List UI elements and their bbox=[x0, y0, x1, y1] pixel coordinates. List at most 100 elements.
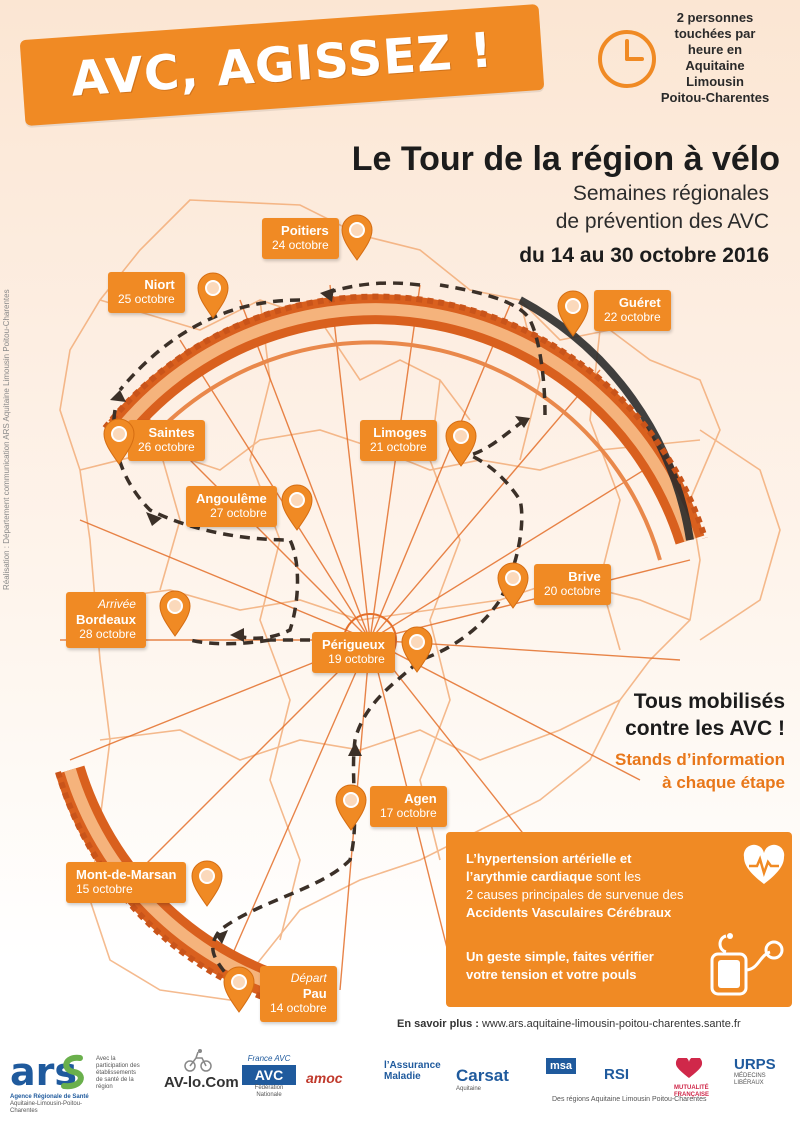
assurance-text: Maladie bbox=[384, 1071, 421, 1082]
ars-sub: Agence Régionale de Santé bbox=[10, 1094, 89, 1100]
map-pin-icon bbox=[335, 784, 367, 831]
check-advice: Un geste simple, faites vérifier votre t… bbox=[466, 948, 706, 984]
info-text: sont les bbox=[592, 869, 641, 884]
stop-angouleme: Angoulême 27 octobre bbox=[186, 486, 277, 527]
map-pin-icon bbox=[159, 590, 191, 637]
banner-text: AVC, AGISSEZ ! bbox=[69, 22, 495, 108]
stop-date: 28 octobre bbox=[79, 627, 136, 641]
stands-text: à chaque étape bbox=[662, 773, 785, 792]
carsat-logo: Carsat Aquitaine bbox=[456, 1066, 509, 1093]
carsat-text: Carsat bbox=[456, 1066, 509, 1085]
france-avc-logo: France AVC AVC Fédération Nationale bbox=[242, 1054, 296, 1099]
wheel-tire-top bbox=[102, 293, 708, 561]
urps-text: URPS bbox=[734, 1056, 776, 1073]
stop-limoges: Limoges 21 octobre bbox=[360, 420, 437, 461]
stat-line: touchées par bbox=[674, 26, 756, 41]
france-avc-text: France AVC bbox=[247, 1054, 291, 1063]
stop-city: Guéret bbox=[618, 295, 661, 310]
map-pin-icon bbox=[281, 484, 313, 531]
stop-city: Agen bbox=[404, 791, 437, 806]
mutualite-text: MUTUALITÉ FRANÇAISE bbox=[674, 1085, 710, 1098]
stop-prefix: Départ bbox=[290, 971, 327, 985]
event-dates: du 14 au 30 octobre 2016 bbox=[519, 244, 769, 267]
stands-text: Stands d’information bbox=[615, 750, 785, 769]
stop-city: Mont-de-Marsan bbox=[76, 867, 177, 882]
map-pin-icon bbox=[341, 214, 373, 261]
more-info-label: En savoir plus : bbox=[397, 1018, 479, 1030]
assurance-text: l’Assurance bbox=[384, 1060, 441, 1071]
info-text: 2 causes principales de survenue des bbox=[466, 887, 684, 902]
regions-note: Des régions Aquitaine Limousin Poitou-Ch… bbox=[552, 1096, 707, 1103]
mobilisation-message: Tous mobilisés contre les AVC ! Stands d… bbox=[480, 688, 785, 794]
stands-line: Stands d’information à chaque étape bbox=[480, 748, 785, 794]
participation-line: participation des bbox=[96, 1063, 140, 1069]
stop-city: Poitiers bbox=[281, 223, 329, 238]
advice-line: Un geste simple, faites vérifier bbox=[466, 949, 654, 964]
rsi-logo: RSI bbox=[604, 1066, 629, 1084]
stop-city: Périgueux bbox=[322, 637, 385, 652]
map-pin-icon bbox=[103, 418, 135, 465]
stop-date: 20 octobre bbox=[544, 584, 601, 598]
avlocom-logo: AV-lo.Com bbox=[164, 1049, 239, 1092]
mobilisation-line: Tous mobilisés bbox=[633, 690, 785, 713]
stop-date: 27 octobre bbox=[210, 506, 267, 520]
stat-line: Limousin bbox=[686, 74, 744, 89]
advice-line: votre tension et votre pouls bbox=[466, 967, 637, 982]
avlocom-text: AV-lo.Com bbox=[164, 1074, 239, 1091]
mutualite-heart-icon bbox=[675, 1056, 703, 1078]
amoc-logo: amoc bbox=[306, 1070, 343, 1088]
stop-city: Niort bbox=[144, 277, 175, 292]
amoc-text: amoc bbox=[306, 1070, 343, 1086]
credit-text: Réalisation : Département communication … bbox=[2, 289, 11, 590]
stop-date: 17 octobre bbox=[380, 806, 437, 820]
participation-line: établissements bbox=[96, 1070, 137, 1076]
subtitle-line: de prévention des AVC bbox=[555, 210, 769, 233]
urps-logo: URPS MÉDECINS LIBÉRAUX bbox=[734, 1056, 794, 1087]
stop-date: 26 octobre bbox=[138, 440, 195, 454]
mutualite-logo: MUTUALITÉ FRANÇAISE bbox=[674, 1056, 730, 1099]
stat-line: heure en bbox=[687, 42, 743, 57]
stop-perigueux: Périgueux 19 octobre bbox=[312, 632, 395, 673]
stop-city: Bordeaux bbox=[76, 612, 136, 627]
stat-line: 2 personnes bbox=[676, 10, 754, 25]
map-pin-icon bbox=[197, 272, 229, 319]
participation-line: Avec la bbox=[96, 1056, 116, 1062]
map-pin-icon bbox=[223, 966, 255, 1013]
stop-agen: Agen 17 octobre bbox=[370, 786, 447, 827]
subtitle-line: Semaines régionales bbox=[572, 182, 769, 205]
stop-date: 25 octobre bbox=[118, 292, 175, 306]
stop-date: 21 octobre bbox=[370, 440, 427, 454]
region-map-wheel bbox=[55, 199, 781, 1009]
france-avc-sub: Fédération Nationale bbox=[254, 1085, 284, 1098]
stop-city: Angoulême bbox=[196, 491, 267, 506]
subtitle: Semaines régionales de prévention des AV… bbox=[380, 180, 769, 236]
stop-gueret: Guéret 22 octobre bbox=[594, 290, 671, 331]
info-bold: Accidents Vasculaires Cérébraux bbox=[466, 905, 672, 920]
info-bold: L’hypertension artérielle et bbox=[466, 851, 632, 866]
stop-poitiers: Poitiers 24 octobre bbox=[262, 218, 339, 259]
stop-city: Saintes bbox=[148, 425, 195, 440]
stop-bordeaux: Arrivée Bordeaux 28 octobre bbox=[66, 592, 146, 648]
participation-note: Avec la participation des établissements… bbox=[96, 1056, 156, 1091]
carsat-sub: Aquitaine bbox=[456, 1086, 482, 1092]
stop-prefix: Arrivée bbox=[97, 597, 136, 611]
stop-saintes: Saintes 26 octobre bbox=[128, 420, 205, 461]
stop-pau: Départ Pau 14 octobre bbox=[260, 966, 337, 1022]
stroke-statistic: 2 personnes touchées par heure en Aquita… bbox=[640, 10, 790, 106]
stop-mont-de-marsan: Mont-de-Marsan 15 octobre bbox=[66, 862, 187, 903]
map-pin-icon bbox=[401, 626, 433, 673]
page-title: Le Tour de la région à vélo bbox=[351, 140, 780, 178]
website-link[interactable]: www.ars.aquitaine-limousin-poitou-charen… bbox=[481, 1018, 741, 1030]
rsi-text: RSI bbox=[604, 1066, 630, 1083]
info-bold: l’arythmie cardiaque bbox=[466, 869, 593, 884]
stat-line: Poitou-Charentes bbox=[660, 90, 770, 105]
stop-date: 19 octobre bbox=[328, 652, 385, 666]
map-pin-icon bbox=[557, 290, 589, 337]
blood-pressure-monitor-icon bbox=[710, 933, 784, 996]
map-pin-icon bbox=[497, 562, 529, 609]
stop-date: 15 octobre bbox=[76, 882, 133, 896]
causes-text: L’hypertension artérielle et l’arythmie … bbox=[466, 850, 736, 922]
stat-line: Aquitaine bbox=[685, 58, 745, 73]
mobilisation-line: contre les AVC ! bbox=[625, 717, 785, 740]
